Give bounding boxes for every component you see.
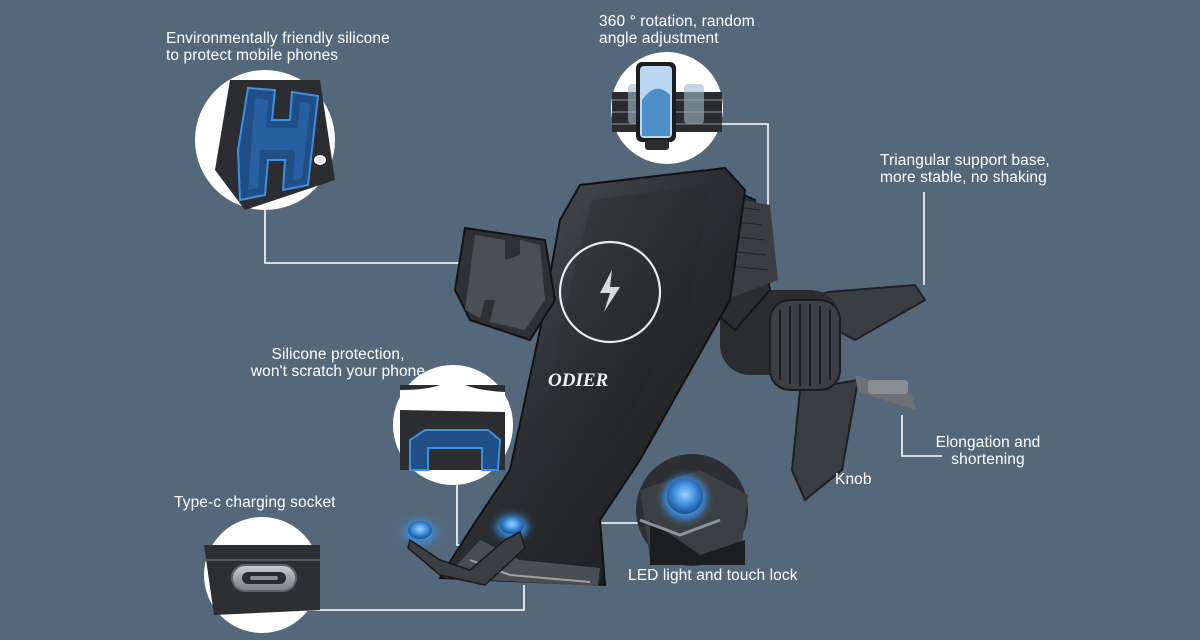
vent-clip: [720, 283, 927, 502]
inset-silicone-scratch: [393, 365, 513, 485]
usb-c-port-icon: [231, 564, 297, 592]
leader-typec: [308, 585, 525, 611]
inset-silicone-pad: [195, 70, 335, 210]
callout-silicone-scratch: Silicone protection, won't scratch your …: [250, 346, 426, 380]
brand-logo: ODIER: [548, 370, 608, 391]
leader-elongation: [901, 415, 942, 457]
left-arm: [453, 226, 557, 342]
inset-led: [636, 454, 748, 566]
led-feet: [404, 515, 528, 586]
callout-rotation: 360 ° rotation, random angle adjustment: [599, 13, 755, 47]
inset-typec: [204, 517, 320, 633]
leader-silicone: [264, 210, 462, 264]
charging-bolt-icon: [600, 270, 620, 312]
callout-silicone-protect: Environmentally friendly silicone to pro…: [166, 30, 390, 64]
inset-rotation: [611, 52, 723, 164]
callout-typec: Type-c charging socket: [174, 494, 336, 511]
callout-elongation: Elongation and shortening: [935, 434, 1041, 468]
callout-knob: Knob: [835, 471, 872, 488]
holder-body: ODIER: [438, 166, 747, 587]
callout-triangular-base: Triangular support base, more stable, no…: [880, 152, 1050, 186]
callout-led: LED light and touch lock: [628, 567, 798, 584]
